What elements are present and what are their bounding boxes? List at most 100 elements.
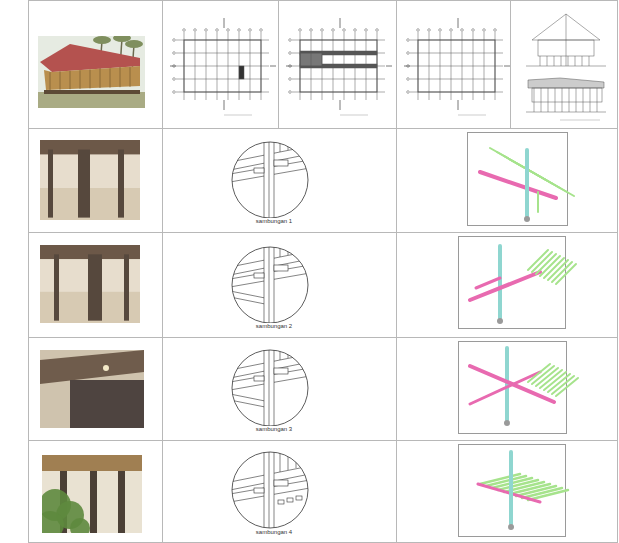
illustration-part — [407, 52, 410, 55]
illustration-part — [590, 88, 591, 112]
illustration-part — [582, 56, 583, 66]
illustration-part — [269, 348, 270, 428]
illustration-part — [296, 140, 297, 148]
illustration-part — [60, 71, 61, 89]
illustration-part — [300, 40, 377, 92]
illustration-part — [450, 29, 453, 32]
illustration-part — [264, 450, 274, 530]
illustration-part — [176, 53, 269, 54]
illustration-part — [597, 88, 598, 112]
illustration-part — [29, 1, 618, 543]
illustration-part — [296, 496, 302, 500]
illustration-part — [410, 79, 503, 80]
joint-caption: sambungan 4 — [255, 529, 293, 535]
illustration-part — [230, 348, 310, 428]
illustration-part — [173, 91, 176, 94]
illustration-part — [70, 518, 90, 533]
illustration-part — [124, 254, 129, 320]
illustration-part — [509, 452, 513, 524]
illustration-part — [269, 245, 270, 325]
illustration-part — [238, 29, 241, 32]
illustration-part — [376, 29, 379, 32]
illustration-part — [555, 88, 556, 112]
illustration-part — [458, 100, 459, 110]
illustration-part — [296, 450, 297, 468]
illustration-part — [120, 68, 121, 87]
illustration-part — [232, 350, 308, 426]
illustration-part — [459, 237, 566, 329]
illustration-part — [38, 36, 145, 108]
illustration-part — [103, 365, 109, 371]
illustration-part — [28, 128, 618, 129]
illustration-part — [561, 56, 562, 66]
illustration-part — [173, 52, 176, 55]
illustration-part — [494, 29, 497, 32]
illustration-part — [260, 29, 263, 32]
illustration-part — [232, 247, 308, 323]
illustration-part — [396, 0, 397, 543]
illustration-part — [292, 66, 385, 67]
illustration-part — [264, 140, 274, 220]
illustration-part — [90, 471, 97, 533]
illustration-part — [173, 78, 176, 81]
illustration-part — [504, 420, 510, 426]
illustration-part — [589, 56, 590, 66]
illustration-part — [239, 66, 244, 79]
illustration-part — [270, 66, 276, 67]
illustration-part — [70, 380, 144, 428]
illustration-part — [525, 150, 529, 216]
illustration-part — [118, 471, 125, 533]
illustration-part — [184, 40, 261, 92]
illustration-part — [365, 29, 368, 32]
illustration-part — [556, 378, 578, 396]
illustration-part — [170, 66, 176, 67]
illustration-part — [254, 376, 264, 381]
illustration-part — [28, 232, 618, 233]
illustration-part — [554, 56, 555, 66]
illustration-part — [44, 66, 140, 90]
illustration-part — [232, 452, 308, 528]
illustration-part — [224, 18, 225, 28]
illustration-part — [417, 29, 420, 32]
illustration-part — [459, 445, 566, 537]
illustration-part — [40, 245, 140, 323]
illustration-part — [321, 29, 324, 32]
illustration-part — [526, 112, 606, 113]
illustration-part — [280, 245, 281, 257]
illustration-part — [568, 56, 569, 66]
illustration-part — [110, 68, 111, 87]
illustration-part — [278, 0, 279, 128]
illustration-part — [90, 70, 91, 89]
illustration-part — [404, 66, 410, 67]
joint-caption: sambungan 3 — [255, 426, 293, 432]
illustration-part — [205, 29, 208, 32]
illustration-part — [483, 29, 486, 32]
illustration-part — [534, 88, 535, 112]
illustration-part — [40, 350, 144, 384]
illustration-part — [286, 18, 392, 115]
illustration-part — [224, 100, 225, 110]
illustration-part — [42, 455, 142, 471]
illustration-part — [54, 254, 59, 320]
illustration-part — [176, 66, 269, 67]
illustration-part — [269, 450, 270, 530]
illustration-part — [173, 39, 176, 42]
illustration-part — [292, 79, 385, 80]
illustration-part — [288, 348, 289, 358]
illustration-part — [407, 78, 410, 81]
illustration-part — [576, 88, 577, 112]
illustration-part — [254, 488, 264, 493]
illustration-part — [224, 115, 252, 116]
illustration-part — [296, 245, 297, 253]
illustration-part — [583, 88, 584, 112]
illustration-part — [288, 245, 289, 255]
illustration-part — [194, 29, 197, 32]
illustration-part — [458, 115, 486, 116]
illustration-part — [230, 450, 310, 530]
illustration-part — [407, 39, 410, 42]
illustration-part — [504, 66, 510, 67]
illustration-part — [230, 245, 310, 325]
illustration-part — [439, 29, 442, 32]
